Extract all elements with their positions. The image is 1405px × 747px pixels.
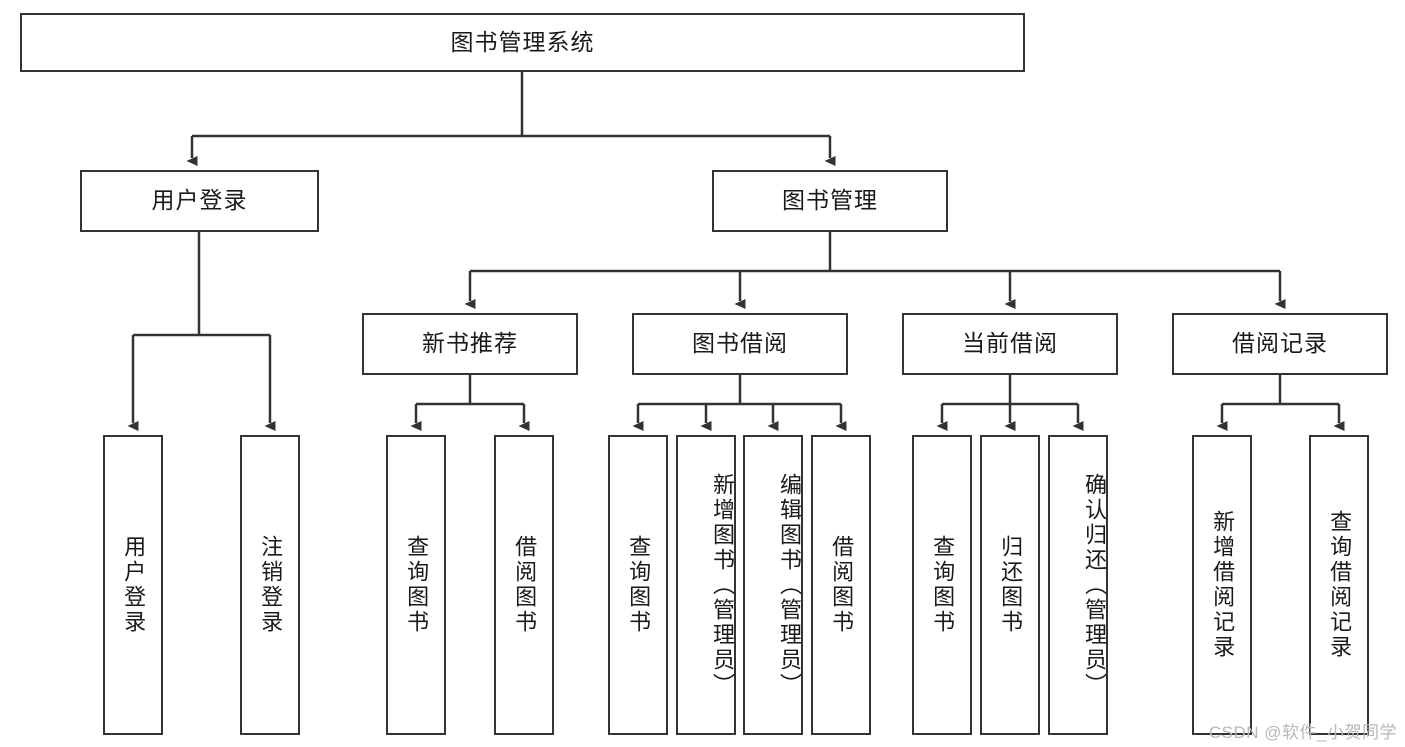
- node-label: 借阅图书: [512, 535, 538, 635]
- leaf-query-book-borrow[interactable]: 查询图书: [608, 435, 668, 735]
- leaf-borrow-book-borrow[interactable]: 借阅图书: [811, 435, 871, 735]
- node-label: 新书推荐: [422, 330, 518, 357]
- leaf-borrow-book-new-recommend[interactable]: 借阅图书: [494, 435, 554, 735]
- node-label: 用户登录: [121, 535, 147, 635]
- node-new-book-recommend[interactable]: 新书推荐: [362, 313, 578, 375]
- node-book-borrow[interactable]: 图书借阅: [632, 313, 848, 375]
- node-label: 借阅图书: [829, 535, 855, 635]
- leaf-query-book-new-recommend[interactable]: 查询图书: [386, 435, 446, 735]
- node-label: 查询借阅记录: [1327, 510, 1353, 660]
- node-label: 当前借阅: [962, 330, 1058, 357]
- leaf-confirm-return-admin[interactable]: 确认归还（管理员）: [1048, 435, 1108, 735]
- node-user-login[interactable]: 用户登录: [80, 170, 319, 232]
- node-label: 编辑图书（管理员）: [777, 472, 802, 698]
- node-label: 查询图书: [626, 535, 652, 635]
- node-root-book-management-system[interactable]: 图书管理系统: [20, 13, 1025, 72]
- node-label: 图书借阅: [692, 330, 788, 357]
- node-label: 借阅记录: [1232, 330, 1328, 357]
- leaf-query-book-current[interactable]: 查询图书: [912, 435, 972, 735]
- node-label: 图书管理系统: [450, 28, 595, 55]
- leaf-edit-book-admin[interactable]: 编辑图书（管理员）: [743, 435, 803, 735]
- leaf-user-login[interactable]: 用户登录: [103, 435, 163, 735]
- node-label: 查询图书: [404, 535, 430, 635]
- node-current-borrow[interactable]: 当前借阅: [902, 313, 1118, 375]
- node-label: 新增借阅记录: [1210, 510, 1236, 660]
- node-label: 新增图书（管理员）: [710, 472, 735, 698]
- leaf-query-borrow-record[interactable]: 查询借阅记录: [1309, 435, 1369, 735]
- leaf-return-book[interactable]: 归还图书: [980, 435, 1040, 735]
- node-label: 用户登录: [151, 187, 248, 214]
- node-label: 图书管理: [782, 187, 878, 214]
- leaf-logout-login[interactable]: 注销登录: [240, 435, 300, 735]
- node-label: 注销登录: [258, 535, 284, 635]
- watermark: CSDN @软件_小贺同学: [1208, 723, 1397, 742]
- leaf-add-borrow-record[interactable]: 新增借阅记录: [1192, 435, 1252, 735]
- node-book-management[interactable]: 图书管理: [712, 170, 948, 232]
- node-label: 查询图书: [930, 535, 956, 635]
- node-borrow-record[interactable]: 借阅记录: [1172, 313, 1388, 375]
- node-label: 归还图书: [998, 535, 1024, 635]
- leaf-add-book-admin[interactable]: 新增图书（管理员）: [676, 435, 736, 735]
- node-label: 确认归还（管理员）: [1082, 472, 1107, 698]
